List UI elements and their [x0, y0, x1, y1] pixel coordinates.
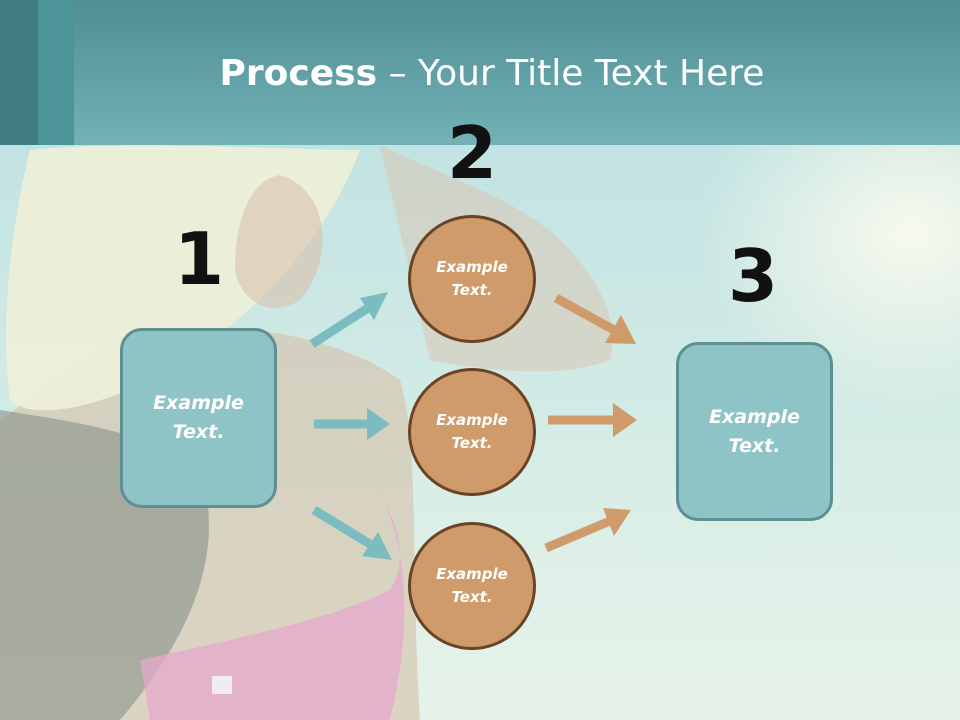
- header-accent-bar-light: [38, 0, 74, 145]
- arrow-left-to-circle-1: [309, 292, 388, 348]
- slide-title: Process – Your Title Text Here: [0, 52, 960, 96]
- arrow-left-to-circle-3: [311, 506, 392, 560]
- teal-arrows: [309, 292, 392, 560]
- step-box-right: Example Text.: [676, 342, 833, 521]
- step-number-3: 3: [727, 234, 779, 318]
- arrow-circle-1-to-right: [553, 294, 636, 344]
- step-number-1: 1: [173, 217, 225, 301]
- step-number-2: 2: [446, 111, 498, 195]
- title-rest: – Your Title Text Here: [377, 53, 765, 94]
- step-circle-1-text: Example Text.: [436, 258, 508, 299]
- arrow-left-to-circle-2: [314, 408, 390, 440]
- step-circle-2: Example Text.: [408, 368, 536, 496]
- title-bold: Process: [219, 53, 378, 94]
- arrow-circle-2-to-right: [548, 403, 637, 437]
- step-circle-3-text: Example Text.: [436, 565, 508, 606]
- step-circle-1: Example Text.: [408, 215, 536, 343]
- step-box-right-text: Example Text.: [709, 405, 800, 457]
- step-circle-3: Example Text.: [408, 522, 536, 650]
- arrow-circle-3-to-right: [544, 508, 631, 553]
- step-circle-2-text: Example Text.: [436, 411, 508, 452]
- step-box-left-text: Example Text.: [153, 392, 244, 443]
- header-accent-bar: [0, 0, 38, 145]
- orange-arrows: [544, 294, 637, 553]
- title-bar: [0, 0, 960, 145]
- step-box-left: Example Text.: [120, 328, 277, 508]
